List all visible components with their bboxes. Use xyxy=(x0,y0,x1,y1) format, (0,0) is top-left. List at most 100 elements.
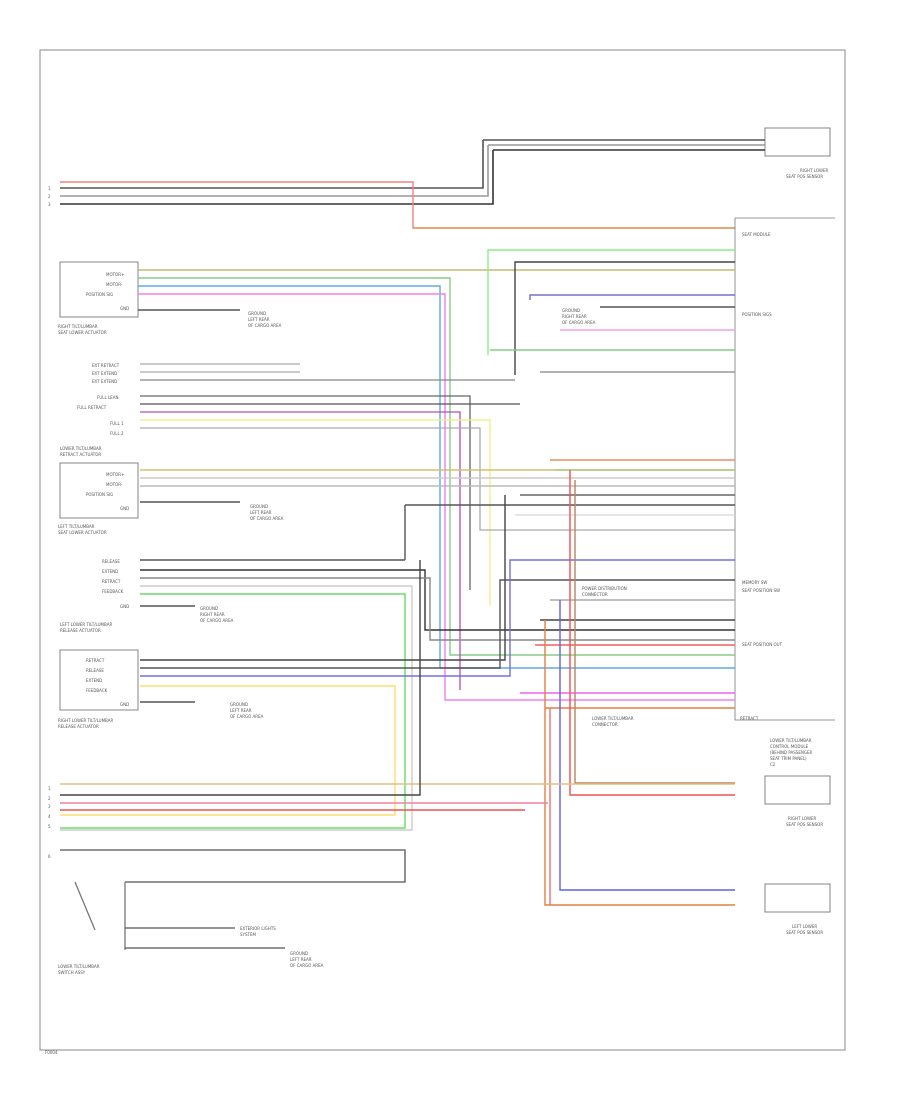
svg-text:POSITION SIG: POSITION SIG xyxy=(86,492,113,497)
svg-text:EXT EXTEND: EXT EXTEND xyxy=(92,379,117,384)
svg-text:3: 3 xyxy=(48,202,51,207)
svg-text:LEFT REAR: LEFT REAR xyxy=(290,957,312,962)
svg-text:RELEASE ACTUATOR: RELEASE ACTUATOR xyxy=(58,724,99,729)
svg-text:SEAT POS SENSOR: SEAT POS SENSOR xyxy=(786,822,823,827)
svg-text:LOWER TILT/LUMBAR: LOWER TILT/LUMBAR xyxy=(592,716,634,721)
svg-text:RIGHT LOWER: RIGHT LOWER xyxy=(800,168,828,173)
svg-text:OF CARGO AREA: OF CARGO AREA xyxy=(230,714,264,719)
svg-text:C2: C2 xyxy=(770,762,776,767)
svg-text:MOTOR+: MOTOR+ xyxy=(106,272,124,277)
svg-text:FEEDBACK: FEEDBACK xyxy=(86,688,108,693)
svg-text:SEAT POS SENSOR: SEAT POS SENSOR xyxy=(786,174,823,179)
wires-switch-group xyxy=(140,363,735,690)
svg-text:RIGHT TILT/LUMBAR: RIGHT TILT/LUMBAR xyxy=(58,324,98,329)
svg-text:POWER DISTRIBUTION: POWER DISTRIBUTION xyxy=(582,586,627,591)
svg-text:EXT EXTEND: EXT EXTEND xyxy=(92,371,117,376)
wires-module-lower xyxy=(515,459,735,906)
svg-text:FULL LEAN: FULL LEAN xyxy=(97,395,118,400)
svg-text:MEMORY SW: MEMORY SW xyxy=(742,580,767,585)
control-module: SEAT MODULE POSITION SIGS MEMORY SW SEAT… xyxy=(734,217,835,767)
wire-red xyxy=(60,181,735,229)
svg-text:FEEDBACK: FEEDBACK xyxy=(102,589,124,594)
svg-text:2: 2 xyxy=(48,194,51,199)
svg-text:SEAT LOWER ACTUATOR: SEAT LOWER ACTUATOR xyxy=(58,530,107,535)
svg-text:RIGHT LOWER TILT/LUMBAR: RIGHT LOWER TILT/LUMBAR xyxy=(58,718,114,723)
svg-text:LEFT REAR: LEFT REAR xyxy=(230,708,252,713)
svg-text:OF CARGO AREA: OF CARGO AREA xyxy=(200,618,234,623)
svg-text:FULL RETRACT: FULL RETRACT xyxy=(77,405,107,410)
svg-text:EXTEND: EXTEND xyxy=(86,678,102,683)
svg-text:CONNECTOR: CONNECTOR xyxy=(592,722,618,727)
svg-text:LEFT REAR: LEFT REAR xyxy=(250,510,272,515)
svg-text:SYSTEM: SYSTEM xyxy=(240,932,256,937)
svg-text:RELEASE: RELEASE xyxy=(86,668,104,673)
svg-text:EXT RETRACT: EXT RETRACT xyxy=(92,363,120,368)
right-lower-sensor: RIGHT LOWER SEAT POS SENSOR xyxy=(764,127,831,179)
svg-text:SEAT POS SENSOR: SEAT POS SENSOR xyxy=(786,930,823,935)
svg-text:RIGHT REAR: RIGHT REAR xyxy=(200,612,225,617)
svg-text:OF CARGO AREA: OF CARGO AREA xyxy=(248,323,282,328)
wires-right-tilt xyxy=(138,269,735,701)
left-lower-sensor: LEFT LOWER SEAT POS SENSOR xyxy=(764,883,831,935)
svg-text:LOWER TILT/LUMBAR: LOWER TILT/LUMBAR xyxy=(58,964,100,969)
svg-text:MOTOR-: MOTOR- xyxy=(106,282,123,287)
svg-text:MOTOR-: MOTOR- xyxy=(106,482,123,487)
svg-text:LEFT REAR: LEFT REAR xyxy=(248,317,270,322)
svg-text:SEAT POSITION OUT: SEAT POSITION OUT xyxy=(742,642,783,647)
svg-text:GND: GND xyxy=(120,506,129,511)
svg-text:SEAT MODULE: SEAT MODULE xyxy=(742,232,771,237)
svg-text:LEFT LOWER: LEFT LOWER xyxy=(792,924,817,929)
wires-bottom-switch xyxy=(60,849,406,950)
svg-text:SWITCH ASSY: SWITCH ASSY xyxy=(58,970,86,975)
left-tilt-motor: MOTOR+ MOTOR- POSITION SIG GND LEFT TILT… xyxy=(58,462,139,535)
svg-text:GROUND: GROUND xyxy=(248,311,266,316)
svg-text:RELEASE ACTUATOR: RELEASE ACTUATOR xyxy=(60,628,101,633)
svg-text:CONNECTOR: CONNECTOR xyxy=(582,592,608,597)
svg-text:GROUND: GROUND xyxy=(290,951,308,956)
right-lower-releaser: RETRACT RELEASE EXTEND FEEDBACK GND RIGH… xyxy=(58,649,139,729)
svg-text:EXTEND: EXTEND xyxy=(102,569,118,574)
svg-text:GND: GND xyxy=(120,306,129,311)
svg-text:EXTERIOR LIGHTS: EXTERIOR LIGHTS xyxy=(240,926,276,931)
svg-text:LOWER TILT/LUMBAR: LOWER TILT/LUMBAR xyxy=(60,446,102,451)
right-lower-sensor-2: RIGHT LOWER SEAT POS SENSOR xyxy=(764,775,831,827)
svg-text:SEAT LOWER ACTUATOR: SEAT LOWER ACTUATOR xyxy=(58,330,107,335)
left-lower-releaser: RELEASE EXTEND RETRACT FEEDBACK GND LEFT… xyxy=(60,559,129,633)
svg-text:POSITION SIG: POSITION SIG xyxy=(86,292,113,297)
svg-text:FULL 1: FULL 1 xyxy=(110,421,124,426)
svg-text:1: 1 xyxy=(48,786,51,791)
svg-text:FULL 2: FULL 2 xyxy=(110,431,124,436)
svg-text:CONTROL MODULE: CONTROL MODULE xyxy=(770,744,809,749)
svg-text:OF CARGO AREA: OF CARGO AREA xyxy=(562,320,596,325)
footer-code: F0004 xyxy=(45,1050,58,1055)
svg-text:OF CARGO AREA: OF CARGO AREA xyxy=(250,516,284,521)
svg-text:6: 6 xyxy=(48,854,51,859)
svg-text:RETRACT ACTUATOR: RETRACT ACTUATOR xyxy=(60,452,101,457)
svg-text:(BEHIND PASSENGER: (BEHIND PASSENGER xyxy=(770,750,812,755)
svg-text:LEFT LOWER TILT/LUMBAR: LEFT LOWER TILT/LUMBAR xyxy=(60,622,112,627)
wires-right-releaser xyxy=(60,495,735,816)
svg-text:LEFT TILT/LUMBAR: LEFT TILT/LUMBAR xyxy=(58,524,95,529)
svg-text:5: 5 xyxy=(48,824,51,829)
svg-text:RETRACT: RETRACT xyxy=(102,579,121,584)
switch-group: EXT RETRACT EXT EXTEND EXT EXTEND FULL L… xyxy=(60,363,124,457)
svg-text:1: 1 xyxy=(48,186,51,191)
svg-text:OF CARGO AREA: OF CARGO AREA xyxy=(290,963,324,968)
diagram-border xyxy=(39,49,846,1051)
svg-text:RIGHT LOWER: RIGHT LOWER xyxy=(788,816,816,821)
right-tilt-motor: MOTOR+ MOTOR- POSITION SIG GND RIGHT TIL… xyxy=(58,261,139,335)
svg-text:GND: GND xyxy=(120,702,129,707)
wire-top-bundle xyxy=(60,139,765,205)
svg-text:LOWER TILT/LUMBAR: LOWER TILT/LUMBAR xyxy=(770,738,812,743)
svg-text:RETRACT: RETRACT xyxy=(740,716,759,721)
svg-text:RELEASE: RELEASE xyxy=(102,559,120,564)
wires-bottom-bus xyxy=(60,560,735,811)
svg-text:3: 3 xyxy=(48,804,51,809)
svg-text:RIGHT REAR: RIGHT REAR xyxy=(562,314,587,319)
svg-text:GROUND: GROUND xyxy=(250,504,268,509)
svg-text:SEAT TRIM PANEL): SEAT TRIM PANEL) xyxy=(770,756,807,761)
svg-text:POSITION SIGS: POSITION SIGS xyxy=(742,312,772,317)
svg-text:GROUND: GROUND xyxy=(562,308,580,313)
wires-module-top xyxy=(487,249,735,375)
